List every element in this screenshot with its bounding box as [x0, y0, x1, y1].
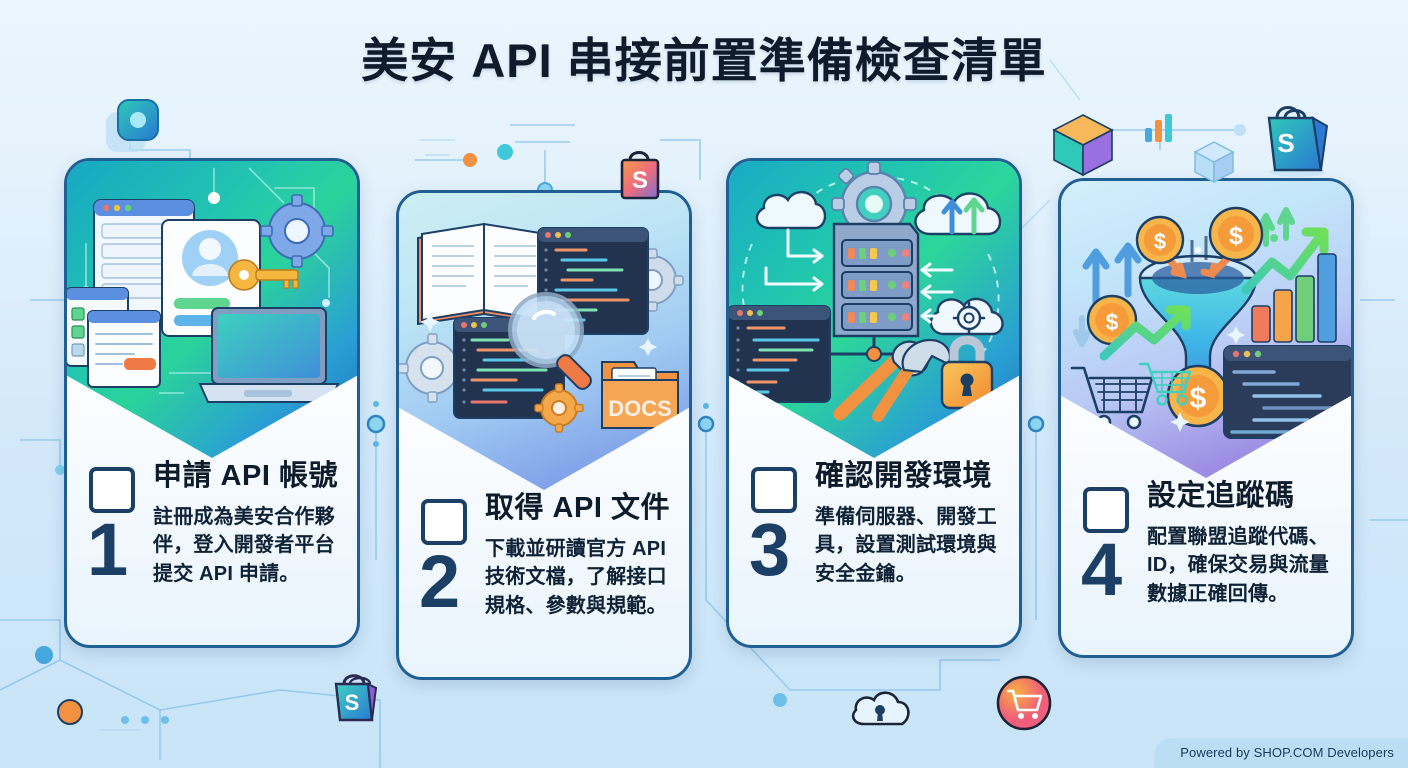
card-body-1: 1 申請 API 帳號 註冊成為美安合作夥伴，登入開發者平台提交 API 申請。 [67, 460, 357, 645]
checklist-card-4[interactable]: $ $ $ $ [1058, 178, 1354, 658]
svg-text:$: $ [1154, 229, 1166, 254]
card-description-1: 註冊成為美安合作夥伴，登入開發者平台提交 API 申請。 [153, 506, 335, 585]
cloud-lock-icon [851, 691, 910, 726]
svg-text:S: S [1277, 128, 1294, 158]
checklist-card-3[interactable]: 3 確認開發環境 準備伺服器、開發工具，設置測試環境與安全金鑰。 [726, 158, 1022, 648]
bar-chart-icon [1145, 114, 1172, 142]
card-body-3: 3 確認開發環境 準備伺服器、開發工具，設置測試環境與安全金鑰。 [729, 460, 1019, 645]
shopping-bag-orange-icon: S [620, 151, 660, 200]
card-description-2: 下載並研讀官方 API 技術文檔，了解接口規格、參數與規範。 [485, 538, 667, 617]
cube-3d-icon [1052, 114, 1114, 177]
svg-text:$: $ [1229, 222, 1243, 250]
dev-environment-illustration [729, 161, 1019, 458]
shopping-bag-icon: S [1267, 106, 1329, 177]
tracking-code-illustration: $ $ $ $ [1061, 181, 1351, 478]
page-title: 美安 API 串接前置準備檢查清單 [361, 34, 1047, 87]
api-account-illustration [67, 161, 357, 458]
checklist-card-2[interactable]: DOCS 2 取得 API 文件 下載並研讀官方 API 技術文檔，了解接口規格… [396, 190, 692, 680]
svg-text:$: $ [1106, 309, 1119, 335]
shopping-bag-teal-icon: S [334, 674, 378, 722]
card-description-3: 準備伺服器、開發工具，設置測試環境與安全金鑰。 [815, 506, 997, 585]
rounded-square-node-icon [106, 99, 159, 152]
svg-text:S: S [345, 690, 360, 715]
checkbox-4[interactable] [1083, 487, 1129, 533]
checkbox-2[interactable] [421, 499, 467, 545]
card-body-4: 4 設定追蹤碼 配置聯盟追蹤代碼、ID，確保交易與流量數據正確回傳。 [1061, 480, 1351, 655]
card-heading-4: 設定追蹤碼 [1147, 480, 1295, 512]
page-title-container: 美安 API 串接前置準備檢查清單 [0, 22, 1408, 91]
cube-light-icon [1193, 141, 1235, 184]
checklist-card-1[interactable]: 1 申請 API 帳號 註冊成為美安合作夥伴，登入開發者平台提交 API 申請。 [64, 158, 360, 648]
step-number-1: 1 [87, 508, 129, 591]
footer-credit: Powered by SHOP.COM Developers [1154, 738, 1408, 768]
svg-text:S: S [632, 167, 648, 194]
checkbox-1[interactable] [89, 467, 135, 513]
card-heading-1: 申請 API 帳號 [153, 460, 338, 492]
card-description-4: 配置聯盟追蹤代碼、ID，確保交易與流量數據正確回傳。 [1147, 526, 1329, 605]
shopping-cart-circle-icon [996, 675, 1052, 731]
api-docs-illustration: DOCS [399, 193, 689, 490]
step-number-4: 4 [1081, 528, 1123, 611]
checkbox-3[interactable] [751, 467, 797, 513]
docs-folder-label: DOCS [608, 396, 672, 421]
step-number-3: 3 [749, 508, 791, 591]
step-number-2: 2 [419, 540, 461, 623]
svg-text:$: $ [1190, 382, 1207, 415]
card-body-2: 2 取得 API 文件 下載並研讀官方 API 技術文檔，了解接口規格、參數與規… [399, 492, 689, 677]
card-heading-3: 確認開發環境 [815, 460, 993, 492]
card-heading-2: 取得 API 文件 [485, 492, 670, 524]
